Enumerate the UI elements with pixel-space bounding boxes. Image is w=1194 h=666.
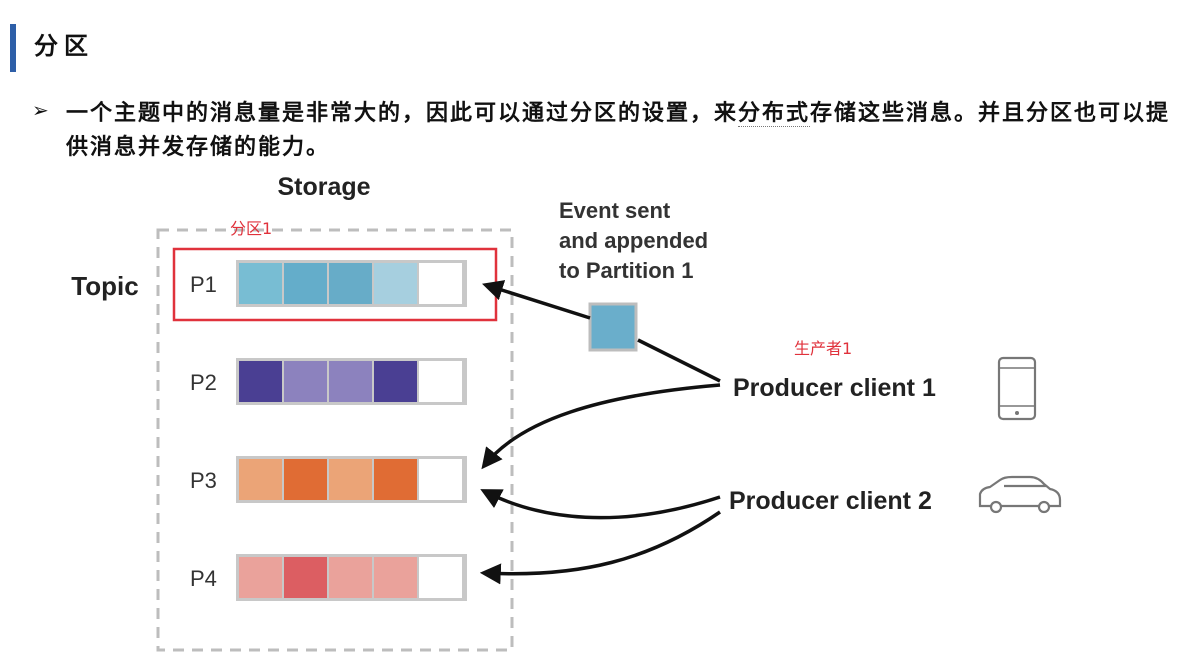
page-title: 分区 xyxy=(34,31,94,60)
partition-label: P2 xyxy=(190,370,217,395)
phone-icon xyxy=(997,356,1037,421)
partition-label: P3 xyxy=(190,468,217,493)
partition-cell xyxy=(284,361,327,402)
partition-cell xyxy=(329,263,372,304)
arrow-event-to-p1 xyxy=(481,280,591,320)
bullet-text-part1: 一个主题中的消息量是非常大的，因此可以通过分区的设置，来 xyxy=(66,100,739,126)
partition-cell xyxy=(374,459,417,500)
partition-cell xyxy=(419,459,462,500)
partition-row-2: P2 xyxy=(190,358,467,405)
bullet-text-part2: 存储这些消息。并且分区也可以提供消息并发存储的能力。 xyxy=(66,100,1171,160)
event-message-square xyxy=(588,302,638,352)
partition-cell xyxy=(329,459,372,500)
event-label-line2: and appended xyxy=(559,228,708,253)
partition-cell xyxy=(419,557,462,598)
partition-row-1: P1 xyxy=(190,260,467,307)
title-accent-bar xyxy=(10,24,16,72)
arrow-bullet-icon: ➢ xyxy=(32,98,49,122)
partition-label: P1 xyxy=(190,272,217,297)
topic-label: Topic xyxy=(71,271,138,301)
partition-row-3: P3 xyxy=(190,456,467,503)
storage-dashed-box xyxy=(156,228,514,652)
bullet-text-highlight: 分布式 xyxy=(738,100,811,127)
partition-cell xyxy=(374,263,417,304)
partition-cell xyxy=(329,557,372,598)
partition-cell xyxy=(419,361,462,402)
arrow-producer2-to-p3 xyxy=(480,489,721,520)
partition-row-4: P4 xyxy=(190,554,467,601)
partition-cell xyxy=(239,263,282,304)
bullet-text: 一个主题中的消息量是非常大的，因此可以通过分区的设置，来分布式存储这些消息。并且… xyxy=(66,96,1182,164)
partition-label: P4 xyxy=(190,566,217,591)
partition-cell xyxy=(284,557,327,598)
producer2-label: Producer client 2 xyxy=(729,487,932,515)
bullet-point: ➢ 一个主题中的消息量是非常大的，因此可以通过分区的设置，来分布式存储这些消息。… xyxy=(32,96,1182,164)
partition-cell xyxy=(374,361,417,402)
partition-cell xyxy=(419,263,462,304)
arrow-producer1-to-p3 xyxy=(481,383,721,470)
partition-cell xyxy=(284,459,327,500)
partition-cell xyxy=(239,459,282,500)
event-label-line3: to Partition 1 xyxy=(559,258,693,283)
line-producer1-to-event xyxy=(637,338,721,383)
partition-cell xyxy=(239,557,282,598)
arrow-producer2-to-p4 xyxy=(479,510,721,585)
partition-cell xyxy=(239,361,282,402)
storage-label: Storage xyxy=(277,173,370,201)
partition-cell xyxy=(329,361,372,402)
car-icon xyxy=(978,475,1062,514)
producer1-note: 生产者1 xyxy=(794,339,852,358)
event-label: Event sent and appended to Partition 1 xyxy=(559,198,714,283)
producer1-label: Producer client 1 xyxy=(733,374,936,402)
event-label-line1: Event sent xyxy=(559,198,671,223)
partition-cell xyxy=(284,263,327,304)
partition1-note: 分区1 xyxy=(230,219,272,238)
partition-cell xyxy=(374,557,417,598)
